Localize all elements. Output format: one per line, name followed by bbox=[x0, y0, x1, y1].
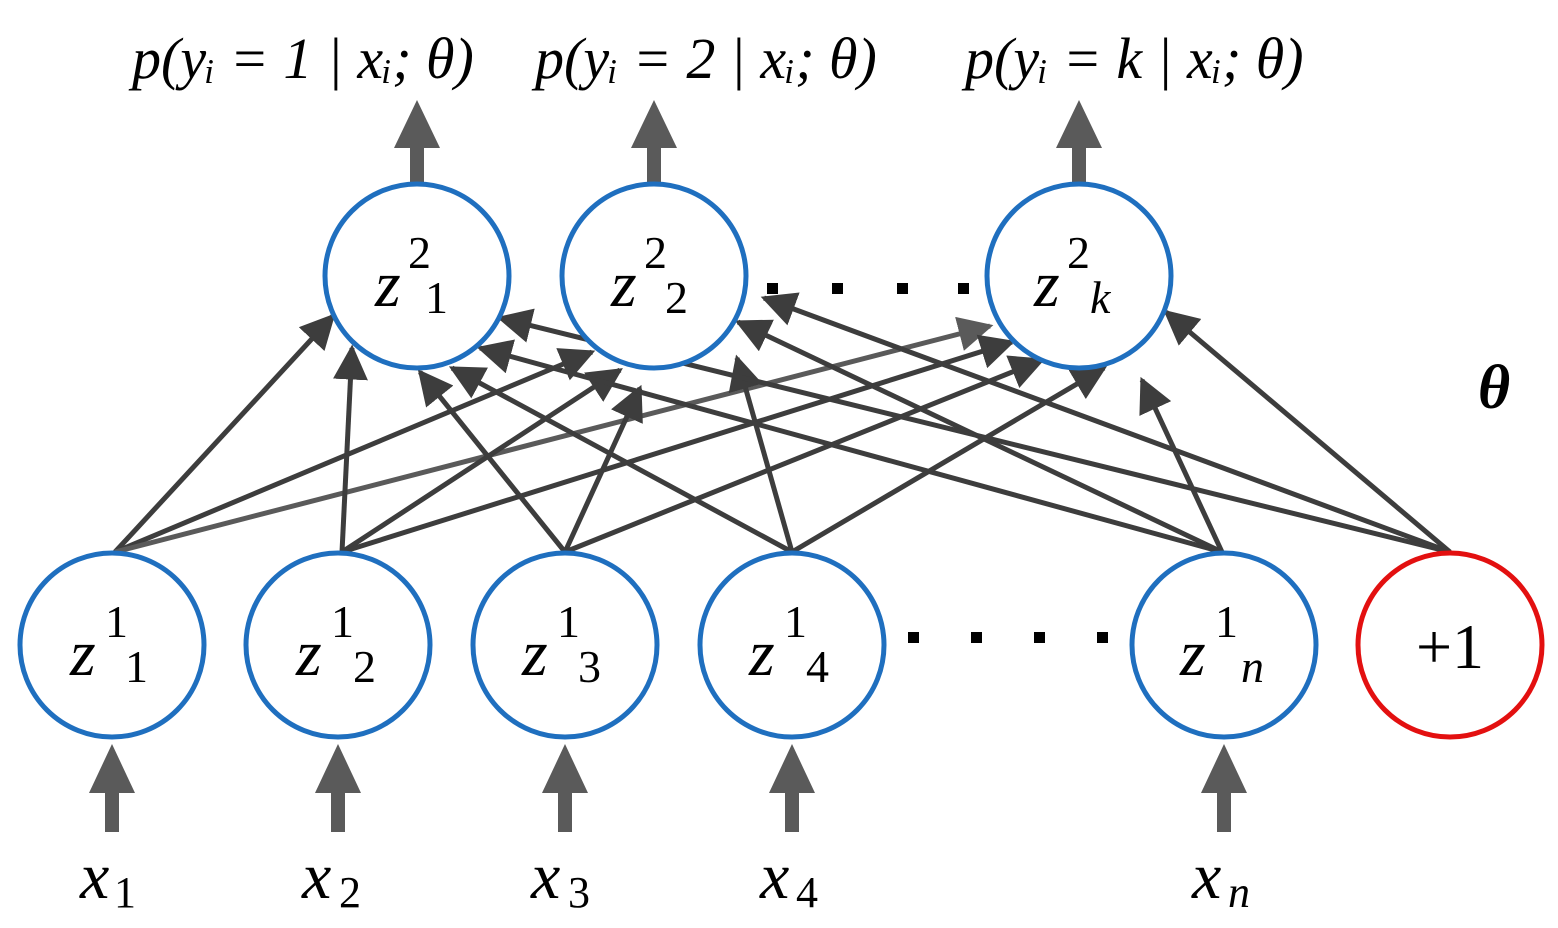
output-node-k-base: z bbox=[1033, 248, 1060, 321]
edge-z1n-z21 bbox=[476, 339, 1223, 555]
input-node-n: z 1 n bbox=[1129, 550, 1319, 740]
output-label-2: p(yᵢ = 2 | xᵢ; θ) bbox=[531, 26, 877, 91]
output-arrows bbox=[394, 100, 1102, 190]
output-node-1: z 2 1 bbox=[322, 181, 512, 371]
edge-z11-z21 bbox=[113, 313, 336, 554]
bias-node-label: +1 bbox=[1416, 611, 1484, 682]
output-node-2: z 2 2 bbox=[559, 181, 749, 371]
input-node-1-sub: 1 bbox=[125, 641, 148, 692]
output-arrow-1 bbox=[394, 100, 440, 190]
output-ellipsis bbox=[767, 283, 969, 294]
edge-bias-z2k bbox=[1163, 309, 1452, 554]
input-node-4: z 1 4 bbox=[697, 550, 887, 740]
input-label-3-base: x bbox=[530, 840, 560, 913]
input-node-2-base: z bbox=[295, 617, 322, 690]
input-node-3-sup: 1 bbox=[557, 596, 580, 647]
edge-z11-z2k bbox=[114, 316, 994, 555]
input-node-1-sup: 1 bbox=[105, 596, 128, 647]
output-arrow-k bbox=[1056, 100, 1102, 190]
input-arrow-n bbox=[1201, 744, 1247, 832]
input-label-2-base: x bbox=[301, 840, 331, 913]
input-label-2-sub: 2 bbox=[339, 868, 361, 917]
input-arrows bbox=[89, 744, 1247, 832]
edge-z12-z22 bbox=[340, 367, 623, 555]
edge-z13-z22 bbox=[562, 384, 643, 554]
input-node-3-sub: 3 bbox=[578, 641, 601, 692]
output-node-k-sub: k bbox=[1090, 272, 1112, 323]
input-node-3: z 1 3 bbox=[470, 550, 660, 740]
output-node-k-sup: 2 bbox=[1067, 227, 1090, 278]
output-label-text-2: p(yᵢ = 2 | xᵢ; θ) bbox=[531, 26, 877, 91]
output-arrow-2 bbox=[631, 100, 677, 190]
input-label-3: x 3 bbox=[530, 840, 590, 917]
input-node-2-sup: 1 bbox=[331, 596, 354, 647]
input-label-n-base: x bbox=[1191, 840, 1221, 913]
edge-z12-z21 bbox=[332, 344, 368, 553]
weight-edges bbox=[113, 292, 1452, 555]
output-node-2-base: z bbox=[610, 248, 637, 321]
parameter-theta-label: θ bbox=[1478, 354, 1510, 422]
input-arrow-4 bbox=[769, 744, 815, 832]
output-node-2-sub: 2 bbox=[665, 272, 688, 323]
edge-z1n-z2k bbox=[1139, 376, 1225, 554]
edge-bias-z22 bbox=[760, 292, 1451, 555]
input-label-3-sub: 3 bbox=[568, 868, 590, 917]
input-label-n-sub: n bbox=[1228, 868, 1250, 917]
output-node-1-sub: 1 bbox=[425, 272, 448, 323]
input-node-3-base: z bbox=[521, 617, 548, 690]
input-arrow-2 bbox=[315, 744, 361, 832]
input-node-2: z 1 2 bbox=[243, 550, 433, 740]
input-node-4-base: z bbox=[748, 617, 775, 690]
edge-z13-z2k bbox=[564, 355, 1046, 555]
input-label-4-base: x bbox=[759, 840, 789, 913]
output-node-k: z 2 k bbox=[984, 181, 1174, 371]
input-arrow-3 bbox=[542, 744, 588, 832]
input-node-n-sup: 1 bbox=[1215, 596, 1238, 647]
output-label-text-1: p(yᵢ = 1 | xᵢ; θ) bbox=[128, 26, 474, 91]
edge-z11-z22 bbox=[114, 348, 596, 555]
input-node-4-sup: 1 bbox=[784, 596, 807, 647]
output-node-1-sup: 2 bbox=[408, 227, 431, 278]
output-label-text-k: p(yᵢ = k | xᵢ; θ) bbox=[961, 26, 1304, 91]
bias-node: +1 bbox=[1355, 550, 1545, 740]
input-label-1-base: x bbox=[79, 840, 109, 913]
edge-z14-z22 bbox=[728, 354, 795, 553]
input-label-4-sub: 4 bbox=[796, 868, 818, 917]
edge-z12-z2k bbox=[341, 334, 1016, 555]
input-label-1-sub: 1 bbox=[114, 868, 136, 917]
output-label-k: p(yᵢ = k | xᵢ; θ) bbox=[961, 26, 1304, 91]
input-label-n: x n bbox=[1191, 840, 1250, 917]
input-arrow-1 bbox=[89, 744, 135, 832]
output-node-1-base: z bbox=[374, 248, 401, 321]
input-label-1: x 1 bbox=[79, 840, 136, 917]
edge-z14-z21 bbox=[448, 365, 794, 555]
input-node-4-sub: 4 bbox=[806, 641, 829, 692]
input-node-1: z 1 1 bbox=[17, 550, 207, 740]
input-ellipsis bbox=[908, 632, 1108, 643]
output-label-1: p(yᵢ = 1 | xᵢ; θ) bbox=[128, 26, 474, 91]
input-node-n-sub: n bbox=[1241, 641, 1264, 692]
input-label-4: x 4 bbox=[759, 840, 818, 917]
edge-z14-z2k bbox=[790, 365, 1108, 555]
input-label-2: x 2 bbox=[301, 840, 361, 917]
input-node-n-base: z bbox=[1179, 617, 1206, 690]
input-node-1-base: z bbox=[69, 617, 96, 690]
input-node-2-sub: 2 bbox=[353, 641, 376, 692]
output-node-2-sup: 2 bbox=[644, 227, 667, 278]
edge-z13-z21 bbox=[417, 369, 567, 554]
